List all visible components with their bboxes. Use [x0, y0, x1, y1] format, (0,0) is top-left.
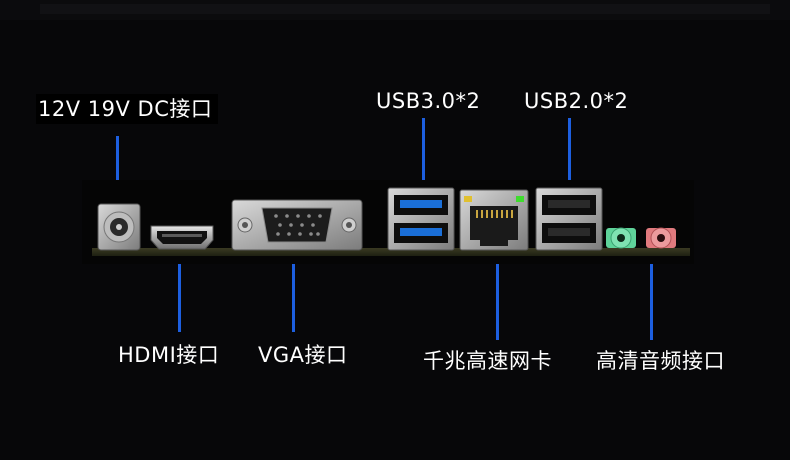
- usb3-port-label: USB3.0*2: [376, 89, 481, 113]
- usb3-pointer-line: [422, 118, 425, 190]
- audio-pointer-line: [650, 264, 653, 340]
- audio-jack-pink: [646, 227, 676, 249]
- dc-pointer-line: [116, 136, 119, 206]
- top-edge-fade: [40, 4, 770, 14]
- usb3-ports: [387, 187, 455, 251]
- hdmi-port: [150, 225, 214, 250]
- hdmi-port-label: HDMI接口: [118, 343, 220, 367]
- top-edge-strip: [0, 0, 790, 20]
- dc-port-label: 12V 19V DC接口: [36, 94, 219, 124]
- audio-port-label: 高清音频接口: [596, 349, 725, 373]
- lan-rj45-port: [459, 189, 529, 251]
- lan-led-green: [516, 196, 524, 202]
- lan-pointer-line: [496, 264, 499, 340]
- usb2-ports: [535, 187, 603, 251]
- lan-port-label: 千兆高速网卡: [423, 349, 552, 373]
- audio-jack-green: [606, 227, 636, 249]
- vga-port: [231, 199, 363, 251]
- vga-port-label: VGA接口: [258, 343, 348, 367]
- vga-pointer-line: [292, 264, 295, 332]
- hdmi-pointer-line: [178, 264, 181, 332]
- usb2-pointer-line: [568, 118, 571, 190]
- dc-power-jack: [97, 203, 141, 251]
- lan-led-yellow: [464, 196, 472, 202]
- usb2-port-label: USB2.0*2: [524, 89, 629, 113]
- pcb-edge: [92, 248, 690, 256]
